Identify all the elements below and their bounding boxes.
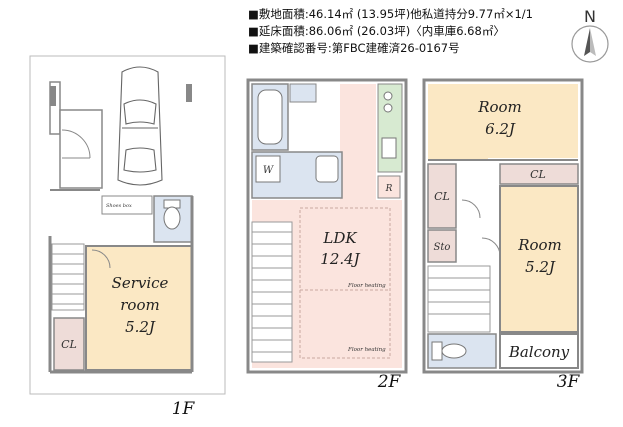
floor-3f: Room 6.2J CL Room 5.2J CL Sto Balcony <box>422 78 584 392</box>
service-room-label-2: room <box>120 296 159 314</box>
floor-heating-zone <box>299 207 391 359</box>
service-room-label-1: Service <box>112 274 169 292</box>
bath-shelf <box>289 83 317 103</box>
wall-1f-left-post <box>50 86 56 106</box>
floor-area-text: ■延床面積:86.06㎡ (26.03坪)〈内車庫6.68㎡〉 <box>248 24 505 38</box>
wash-basin-icon <box>315 155 339 183</box>
property-info: ■敷地面積:46.14㎡ (13.95坪)他私道持分9.77㎡×1/1 ■延床面… <box>248 6 533 57</box>
refrigerator-label: R <box>385 184 393 194</box>
storage-3f-label: Sto <box>434 242 451 253</box>
shoes-box <box>101 195 153 215</box>
site-area-text: ■敷地面積:46.14㎡ (13.95坪)他私道持分9.77㎡×1/1 <box>248 7 533 21</box>
shoes-box-label: Shoes box <box>106 203 132 209</box>
kitchen-sink-icon <box>381 137 397 159</box>
room-2-size: 5.2J <box>525 258 556 276</box>
storage-3f <box>427 229 457 263</box>
floor-heating-label-2: Floor heating <box>347 347 386 353</box>
ldk-size: 12.4J <box>320 250 360 268</box>
entry-hall-1f <box>59 109 103 189</box>
stairs-2f <box>251 221 293 363</box>
washer-icon <box>255 155 281 183</box>
refrigerator-space <box>377 175 401 199</box>
room-1-size: 6.2J <box>485 120 516 138</box>
stairs-1f <box>51 243 85 311</box>
compass-north-label: N <box>584 7 596 26</box>
floor-1f: Shoes box Service room 5.2J CL 1F <box>29 55 226 419</box>
ldk-label: LDK <box>322 229 357 247</box>
floor-2f-label: 2F <box>377 372 402 392</box>
room-5-2j <box>499 185 579 333</box>
closet-3f-top-label: CL <box>530 168 546 181</box>
wall-1f-left-upper <box>49 81 61 135</box>
compass: N <box>571 7 609 63</box>
room-1-label: Room <box>477 98 522 116</box>
entry-door-swing-1f <box>61 129 91 159</box>
door-swing-3f-b <box>481 237 501 257</box>
closet-1f-label: CL <box>61 338 77 351</box>
service-room <box>85 245 193 371</box>
compass-needle-dark <box>584 28 590 56</box>
washer-label: W <box>263 165 274 176</box>
service-room-door-swing <box>91 249 111 269</box>
room-2-label: Room <box>517 236 562 254</box>
closet-3f-top <box>499 163 579 185</box>
floor-3f-label: 3F <box>557 372 581 392</box>
stove-burner-icon-2 <box>383 103 393 113</box>
room-6-2j <box>428 84 578 160</box>
toilet-1f-bowl <box>163 206 181 230</box>
floor-2f: W R LDK 12.4J Floor heating Floor heatin… <box>246 78 408 392</box>
floor-1f-label: 1F <box>172 399 196 419</box>
car-icon <box>117 66 163 186</box>
floor-heating-label-1: Floor heating <box>347 283 386 289</box>
door-swing-3f-a <box>461 199 481 219</box>
bathtub-icon <box>257 89 283 145</box>
stove-burner-icon <box>383 91 393 101</box>
compass-ring <box>571 25 609 63</box>
balcony-label: Balcony <box>508 343 570 361</box>
closet-3f-left-label: CL <box>434 190 450 203</box>
ldk-kitchen-aisle <box>340 84 376 200</box>
wall-1f-right-post <box>186 84 192 102</box>
toilet-3f-bowl <box>441 343 467 359</box>
compass-needle-light <box>590 28 596 56</box>
stairs-3f <box>427 265 491 333</box>
closet-3f-left <box>427 163 457 229</box>
closet-1f <box>53 317 85 371</box>
service-room-size: 5.2J <box>125 318 156 336</box>
balcony <box>499 333 579 369</box>
toilet-3f-tank <box>431 341 443 361</box>
building-permit-text: ■建築確認番号:第FBC建確済26-0167号 <box>248 41 460 55</box>
